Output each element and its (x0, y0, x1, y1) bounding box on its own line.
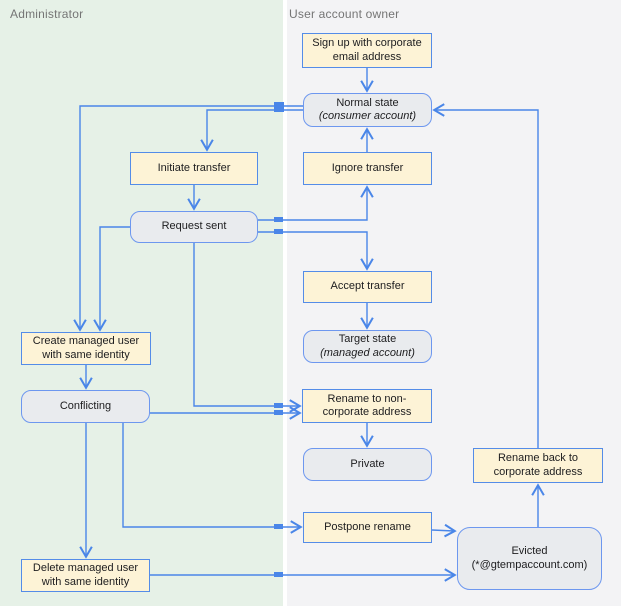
node-label: Sign up with corporate email address (312, 37, 422, 63)
edge-request-create (93, 226, 130, 332)
edge-request-ignore (258, 185, 374, 221)
node-label: Private (350, 457, 385, 470)
edge-rename-back-normal (432, 103, 539, 448)
node-label: Create managed user with same identity (32, 335, 140, 361)
node-label: Conflicting (59, 399, 112, 412)
node-sublabel: (managed account) (320, 346, 415, 359)
node-label: Accept transfer (330, 280, 405, 293)
node-sign-up-with-corporate-email: Sign up with corporate email address (302, 33, 432, 68)
edge-request-accept (258, 231, 374, 271)
node-rename-to-non-corporate: Rename to non-corporate address (302, 389, 432, 423)
node-target-state: Target state (managed account) (303, 330, 432, 363)
edge-normal-create (73, 105, 303, 332)
node-conflicting: Conflicting (21, 390, 150, 423)
node-label: Target state (338, 333, 397, 345)
lane-administrator: Administrator (0, 0, 283, 606)
node-postpone-rename: Postpone rename (303, 512, 432, 543)
lane-user-account-owner-label: User account owner (289, 7, 400, 21)
edge-request-rename-non (193, 243, 302, 413)
node-initiate-transfer: Initiate transfer (130, 152, 258, 185)
node-request-sent: Request sent (130, 211, 258, 243)
node-accept-transfer: Accept transfer (303, 271, 432, 303)
node-label: Ignore transfer (331, 161, 404, 174)
node-label: Delete managed user with same identity (32, 562, 139, 588)
edge-conflicting-postpone (122, 423, 303, 534)
lane-boundary-markers (274, 102, 284, 577)
node-label: Rename back to corporate address (493, 452, 583, 478)
node-label: Rename to non-corporate address (322, 392, 412, 419)
node-private: Private (303, 448, 432, 481)
node-rename-back-to-corporate: Rename back to corporate address (473, 448, 603, 483)
node-label: Postpone rename (324, 520, 411, 533)
node-label: Normal state (336, 96, 399, 109)
node-label: Initiate transfer (157, 161, 231, 174)
node-label: Request sent (161, 220, 227, 233)
node-normal-state: Normal state (consumer account) (303, 93, 432, 127)
node-evicted: Evicted (*@gtempaccount.com) (457, 527, 602, 590)
node-ignore-transfer: Ignore transfer (303, 152, 432, 185)
lane-administrator-label: Administrator (10, 7, 84, 21)
node-label: Evicted (511, 545, 548, 557)
node-sublabel: (*@gtempaccount.com) (471, 558, 588, 571)
edge-postpone-evicted (431, 523, 457, 538)
edge-normal-initiate (200, 109, 303, 152)
node-create-managed-user: Create managed user with same identity (21, 332, 151, 365)
node-sublabel: (consumer account) (318, 110, 417, 122)
node-delete-managed-user: Delete managed user with same identity (21, 559, 150, 592)
